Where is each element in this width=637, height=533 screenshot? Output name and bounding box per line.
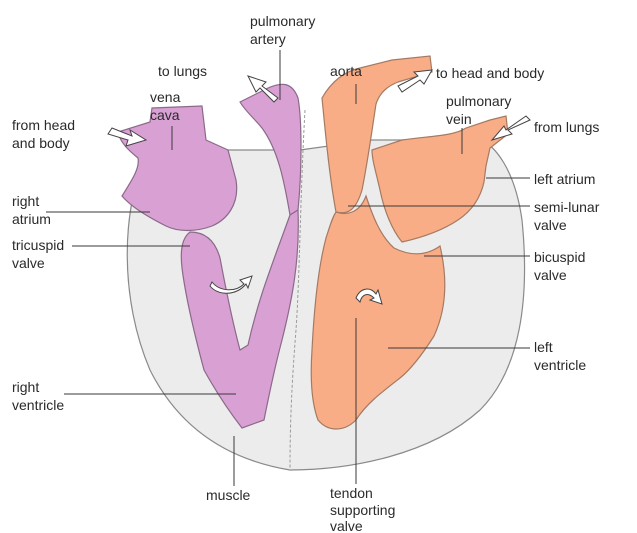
label-vena-cava-1: vena — [150, 89, 181, 105]
label-muscle: muscle — [206, 487, 251, 503]
label-pulmonary-vein-2: vein — [446, 111, 472, 127]
label-tendon-1: tendon — [330, 485, 373, 501]
label-from-head-1: from head — [12, 117, 75, 133]
label-tendon-3: valve — [330, 518, 363, 533]
label-vena-cava-2: cava — [150, 107, 180, 123]
label-from-head-2: and body — [12, 135, 70, 151]
label-aorta: aorta — [330, 63, 362, 79]
label-semi-lunar-2: valve — [534, 217, 567, 233]
label-bicuspid-1: bicuspid — [534, 249, 585, 265]
label-to-head-and-body: to head and body — [436, 65, 544, 81]
label-left-ventricle-1: left — [534, 339, 553, 355]
label-left-atrium: left atrium — [534, 171, 595, 187]
label-semi-lunar-1: semi-lunar — [534, 199, 600, 215]
label-right-ventricle-1: right — [12, 379, 39, 395]
label-pulmonary-artery-1: pulmonary — [250, 13, 315, 29]
label-tendon-2: supporting — [330, 502, 395, 518]
label-pulmonary-vein-1: pulmonary — [446, 93, 511, 109]
label-right-atrium-1: right — [12, 193, 39, 209]
label-left-ventricle-2: ventricle — [534, 357, 586, 373]
label-to-lungs: to lungs — [158, 63, 207, 79]
label-right-atrium-2: atrium — [12, 211, 51, 227]
label-tricuspid-2: valve — [12, 255, 45, 271]
label-tricuspid-1: tricuspid — [12, 237, 64, 253]
label-bicuspid-2: valve — [534, 267, 567, 283]
label-pulmonary-artery-2: artery — [250, 31, 286, 47]
label-from-lungs: from lungs — [534, 119, 599, 135]
label-right-ventricle-2: ventricle — [12, 397, 64, 413]
